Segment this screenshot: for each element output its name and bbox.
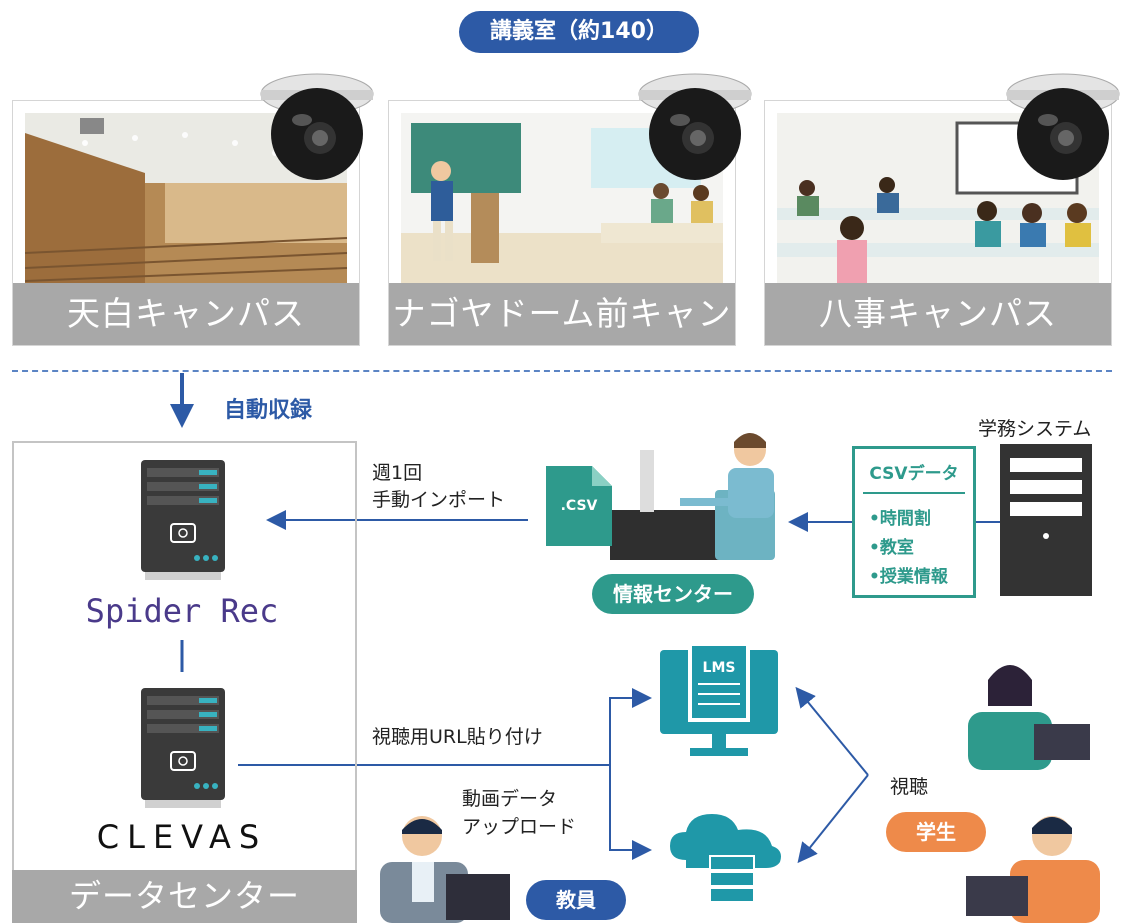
clevas-logo: CLEVAS xyxy=(60,818,304,856)
view-label: 視聴 xyxy=(890,776,929,798)
room-label-yagoto: 八事キャンパス xyxy=(765,283,1111,345)
room-label-nagoya-dome: ナゴヤドーム前キャンパス xyxy=(389,283,735,395)
camera-icon xyxy=(1006,73,1120,180)
room-label-tempaku: 天白キャンパス xyxy=(13,283,359,345)
student-male-illustration xyxy=(966,816,1100,923)
upload-label-line2: アップロード xyxy=(462,816,577,838)
room-card-yagoto: 八事キャンパス xyxy=(764,100,1112,346)
csv-data-title: CSVデータ xyxy=(863,459,965,494)
teacher-pill: 教員 xyxy=(526,880,626,920)
student-pill: 学生 xyxy=(886,812,986,852)
camera-icon xyxy=(260,73,374,180)
tower-server-icon xyxy=(1000,444,1092,596)
info-center-pill: 情報センター xyxy=(592,574,754,614)
spider-rec-logo: Spider Rec xyxy=(60,592,304,630)
csv-file-icon xyxy=(546,466,612,546)
import-method-label: 手動インポート xyxy=(372,489,506,511)
server-icon xyxy=(141,460,225,580)
lms-label: LMS xyxy=(702,660,736,676)
teacher-label: 教員 xyxy=(556,888,596,912)
data-center-box xyxy=(12,441,357,923)
teacher-illustration xyxy=(380,816,510,923)
spider-rec-name: Spider Rec xyxy=(85,592,279,630)
upload-label-line1: 動画データ xyxy=(462,788,558,810)
data-center-label: データセンター xyxy=(12,870,357,923)
cloud-storage-icon xyxy=(670,814,781,903)
section-divider xyxy=(12,370,1112,372)
lms-monitor-icon xyxy=(660,642,778,756)
clevas-name: CLEVAS xyxy=(96,818,268,856)
header-title-pill: 講義室（約140） xyxy=(459,11,699,53)
csv-file-label: .CSV xyxy=(560,498,598,514)
student-label: 学生 xyxy=(916,820,956,844)
header-title: 講義室（約140） xyxy=(490,19,668,44)
room-card-nagoya-dome: ナゴヤドーム前キャンパス xyxy=(388,100,736,395)
csv-item-class-info: •授業情報 xyxy=(869,567,948,587)
office-worker-illustration xyxy=(610,433,775,560)
csv-item-timetable: •時間割 xyxy=(869,509,931,529)
import-frequency-label: 週1回 xyxy=(372,462,423,484)
info-center-label: 情報センター xyxy=(613,582,733,606)
academic-system-label: 学務システム xyxy=(978,418,1092,440)
csv-item-classroom: •教室 xyxy=(869,538,914,558)
csv-data-box: CSVデータ •時間割 •教室 •授業情報 xyxy=(852,446,976,598)
server-icon xyxy=(141,688,225,808)
url-paste-label: 視聴用URL貼り付け xyxy=(372,726,543,748)
student-female-illustration xyxy=(968,665,1090,770)
camera-icon xyxy=(638,73,752,180)
auto-record-label: 自動収録 xyxy=(224,398,313,423)
